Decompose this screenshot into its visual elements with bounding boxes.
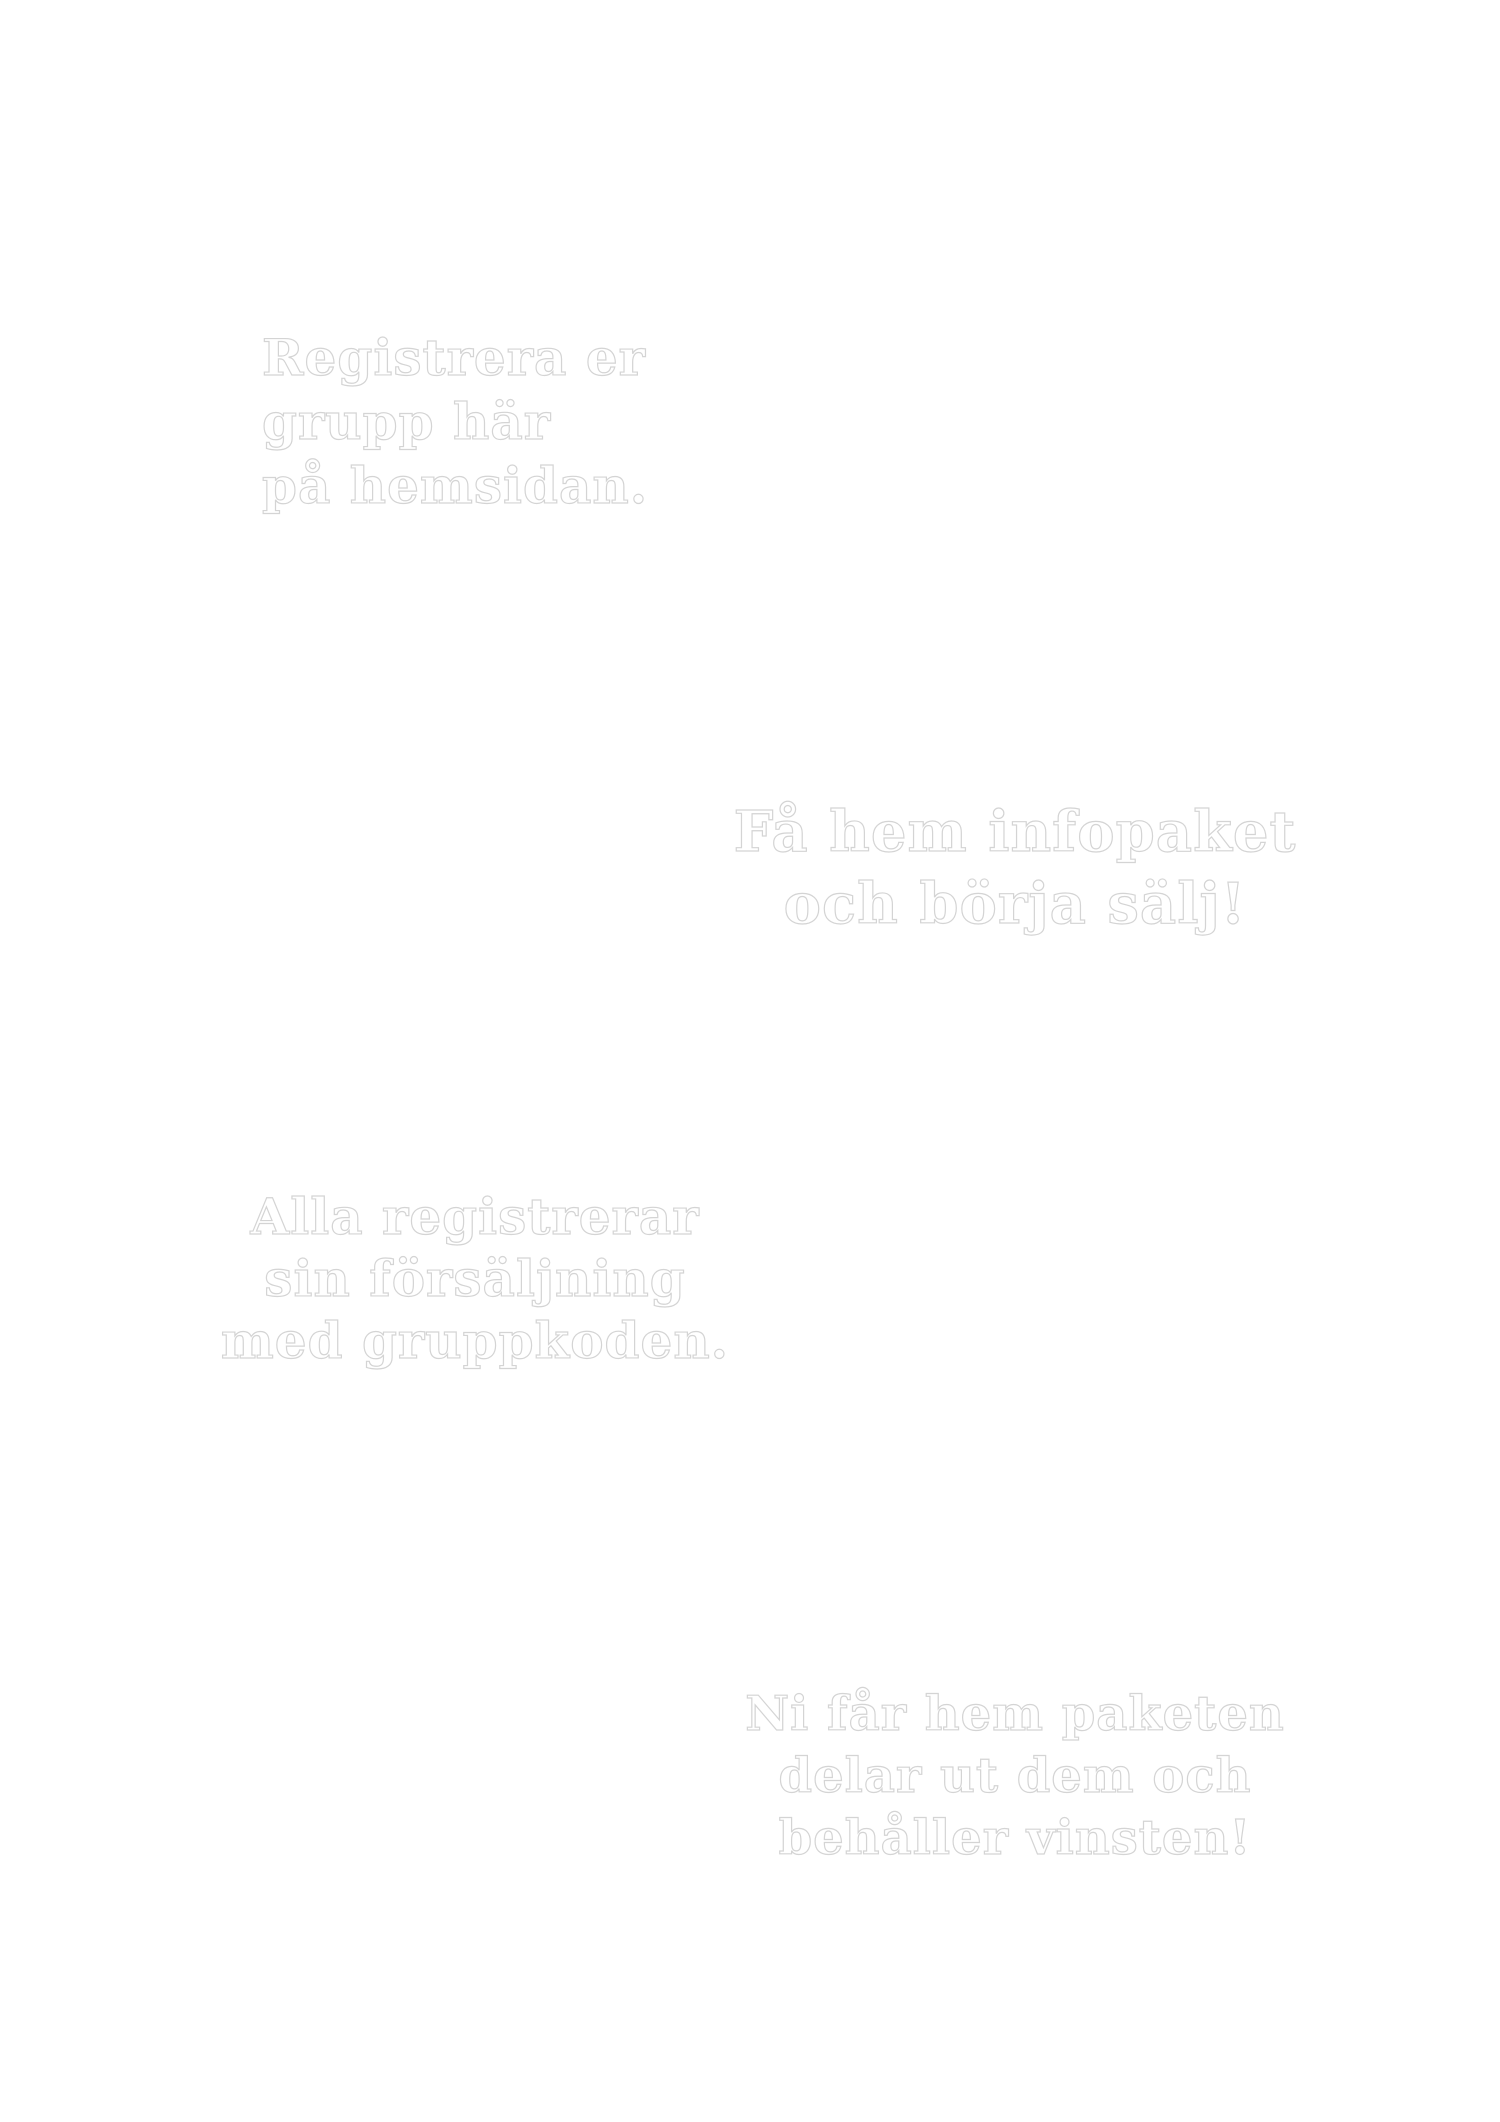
step-3-line-2: sin försäljning [264, 1248, 686, 1308]
step-get-infopack: Få hem infopaket och börja sälj! [720, 796, 1310, 940]
step-1-line-2: grupp här [261, 391, 552, 451]
step-4-line-3: behåller vinsten! [778, 1809, 1252, 1866]
step-1-line-3: på hemsidan. [261, 455, 649, 515]
step-2-line-1: Få hem infopaket [733, 798, 1297, 865]
step-2-line-2: och börja sälj! [783, 870, 1247, 937]
step-register-sales: Alla registrerar sin försäljning med gru… [180, 1186, 770, 1372]
step-4-line-1: Ni får hem paketen [745, 1685, 1285, 1742]
step-4-line-2: delar ut dem och [778, 1747, 1252, 1804]
step-3-line-3: med gruppkoden. [220, 1310, 730, 1370]
step-1-line-1: Registrera er [261, 327, 647, 387]
step-receive-packages: Ni får hem paketen delar ut dem och behå… [720, 1683, 1310, 1869]
step-register-group: Registrera er grupp här på hemsidan. [261, 326, 649, 518]
step-3-line-1: Alla registrerar [250, 1186, 700, 1246]
